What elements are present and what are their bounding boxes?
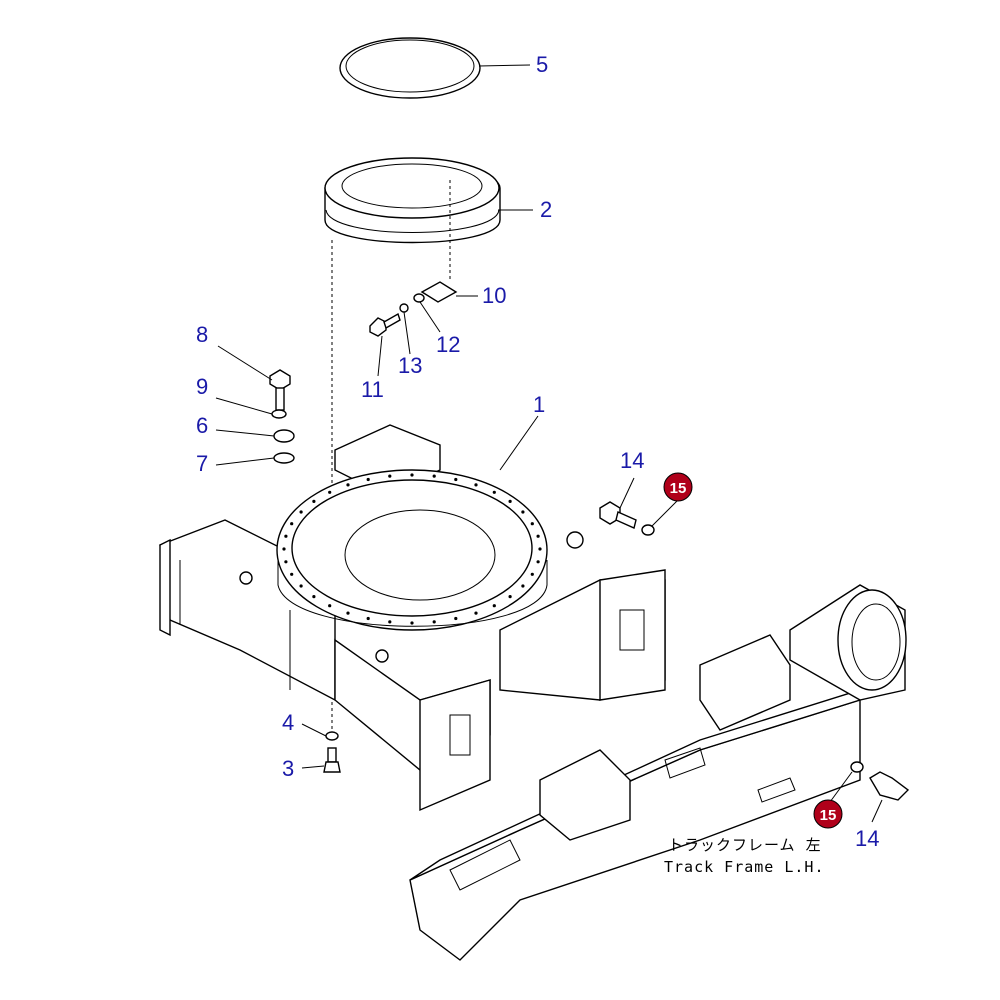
ring-bolt-hole	[346, 611, 350, 615]
ring-bolt-hole	[312, 499, 316, 503]
ring-bolt-hole	[328, 490, 332, 494]
ring-bolt-hole	[454, 477, 458, 482]
bolt-14-lower-part	[869, 771, 910, 801]
leader-lines	[215, 64, 883, 823]
washer-4-part	[325, 731, 339, 741]
badge-15-upper-label: 15	[670, 480, 687, 497]
washer-9-part	[271, 409, 287, 419]
ring-bolt-hole	[508, 595, 512, 599]
callout-11: 11	[361, 377, 384, 402]
callout-7: 7	[196, 451, 208, 476]
badge-15-lower: 15	[813, 799, 843, 829]
callout-13: 13	[398, 353, 422, 378]
washer-13-part	[399, 303, 409, 313]
callout-14-upper: 14	[620, 448, 644, 473]
caption-english: Track Frame L.H.	[664, 858, 825, 876]
washer-15-lower-part	[850, 761, 864, 773]
ring-bolt-hole	[492, 490, 496, 494]
ring-bolt-hole	[474, 483, 478, 487]
bolt-8-part	[269, 369, 291, 411]
ring-bolt-hole	[290, 572, 294, 576]
ring-bolt-hole	[410, 621, 414, 625]
ring-bolt-hole	[312, 595, 316, 599]
ring-bolt-hole	[346, 483, 350, 487]
track-frame-part	[409, 584, 907, 961]
ring-bolt-hole	[538, 547, 542, 551]
ring-bolt-hole	[536, 534, 540, 538]
ring-bolt-hole	[530, 522, 534, 526]
shim-7-part	[273, 452, 295, 464]
callout-6: 6	[196, 413, 208, 438]
ring-bolt-hole	[521, 584, 525, 588]
callout-14-lower: 14	[855, 826, 879, 851]
ring-bolt-hole	[366, 616, 370, 621]
badge-15-upper: 15	[663, 472, 693, 502]
callout-5: 5	[536, 52, 548, 77]
ring-bolt-hole	[492, 604, 496, 608]
ring-bolt-hole	[299, 510, 303, 514]
caption-japanese: トラックフレーム 左	[668, 836, 822, 854]
ring-bolt-hole	[474, 611, 478, 615]
ring-bolt-hole	[432, 474, 436, 478]
callout-12: 12	[436, 332, 460, 357]
callout-10: 10	[482, 283, 506, 308]
ring-bolt-hole	[299, 584, 303, 588]
ring-bolt-hole	[284, 560, 288, 564]
ring-bolt-hole	[508, 499, 512, 503]
ring-bolt-hole	[530, 572, 534, 576]
washer-15-upper-part	[641, 524, 655, 536]
ring-bolt-hole	[388, 620, 392, 624]
callout-2: 2	[540, 197, 552, 222]
ring-bolt-holes	[282, 473, 542, 625]
callout-9: 9	[196, 374, 208, 399]
ring-bolt-hole	[410, 473, 414, 477]
ring-bolt-hole	[432, 620, 436, 624]
bearing-ring-part	[324, 157, 501, 244]
ring-bolt-hole	[284, 534, 288, 538]
ring-bolt-hole	[290, 522, 294, 526]
bolt-14-upper-part	[599, 501, 637, 529]
washer-12-part	[413, 293, 425, 303]
callout-3: 3	[282, 756, 294, 781]
bolt-3-part	[323, 747, 341, 773]
callout-1: 1	[533, 392, 545, 417]
callout-labels: 5 2 10 12 13 11 8 9 6 7 1 14 4 3 14	[196, 52, 879, 851]
ring-bolt-hole	[454, 616, 458, 621]
plate-6-part	[273, 429, 295, 443]
badge-15-lower-label: 15	[820, 807, 837, 824]
ring-bolt-hole	[388, 474, 392, 478]
ring-bolt-hole	[328, 604, 332, 608]
cover-plate-part	[420, 281, 458, 303]
callout-4: 4	[282, 710, 294, 735]
seal-ring-part	[339, 37, 481, 99]
ring-bolt-hole	[521, 510, 525, 514]
center-frame-part	[159, 424, 666, 812]
ring-bolt-hole	[366, 477, 370, 482]
ring-bolt-hole	[536, 560, 540, 564]
bolt-11-part	[369, 312, 401, 337]
callout-8: 8	[196, 322, 208, 347]
ring-bolt-hole	[282, 547, 286, 551]
